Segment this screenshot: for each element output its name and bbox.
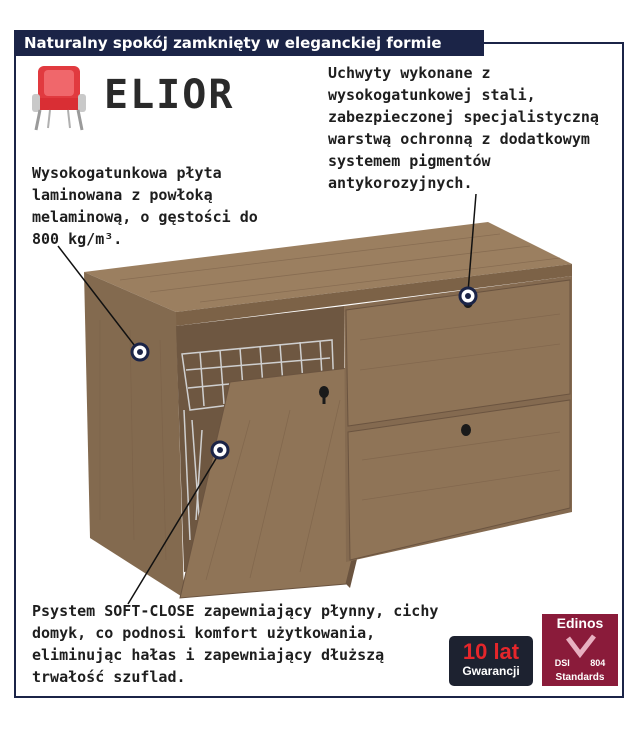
callout-line-board bbox=[57, 245, 139, 351]
feature-board-text: Wysokogatunkowa płyta laminowana z powło… bbox=[32, 164, 258, 248]
edinos-standards: Standards bbox=[555, 672, 605, 683]
edinos-name: Edinos bbox=[556, 615, 604, 631]
callout-line-softclose bbox=[127, 451, 221, 605]
cabinet-left-side bbox=[84, 272, 184, 598]
lower-drawer bbox=[347, 399, 571, 561]
page-title: Naturalny spokój zamknięty w eleganckiej… bbox=[14, 30, 484, 56]
feature-softclose-text: Psystem SOFT-CLOSE zapewniający płynny, … bbox=[32, 602, 439, 686]
edinos-code: 804 bbox=[590, 658, 606, 668]
edinos-check-icon bbox=[566, 634, 596, 659]
frame-top-border bbox=[480, 42, 624, 44]
red-chair-icon bbox=[32, 66, 86, 131]
lower-drawer-knob bbox=[461, 424, 471, 436]
warranty-badge: 10 lat Gwarancji bbox=[449, 636, 533, 686]
callout-markers bbox=[130, 286, 478, 460]
edinos-badge: Edinos DSI 804 Standards bbox=[542, 614, 618, 686]
warranty-label: Gwarancji bbox=[462, 664, 520, 678]
callout-line-handles bbox=[467, 193, 477, 293]
feature-handles-text: Uchwyty wykonane z wysokogatunkowej stal… bbox=[328, 64, 599, 192]
cabinet-top-edge bbox=[176, 264, 572, 326]
cabinet-top bbox=[84, 222, 572, 312]
brand-logo-text: ELIOR bbox=[104, 72, 235, 118]
content-frame bbox=[14, 42, 624, 698]
edinos-dsi: DSI bbox=[554, 658, 570, 668]
warranty-number: 10 lat bbox=[462, 639, 520, 664]
upper-drawer bbox=[345, 279, 571, 427]
